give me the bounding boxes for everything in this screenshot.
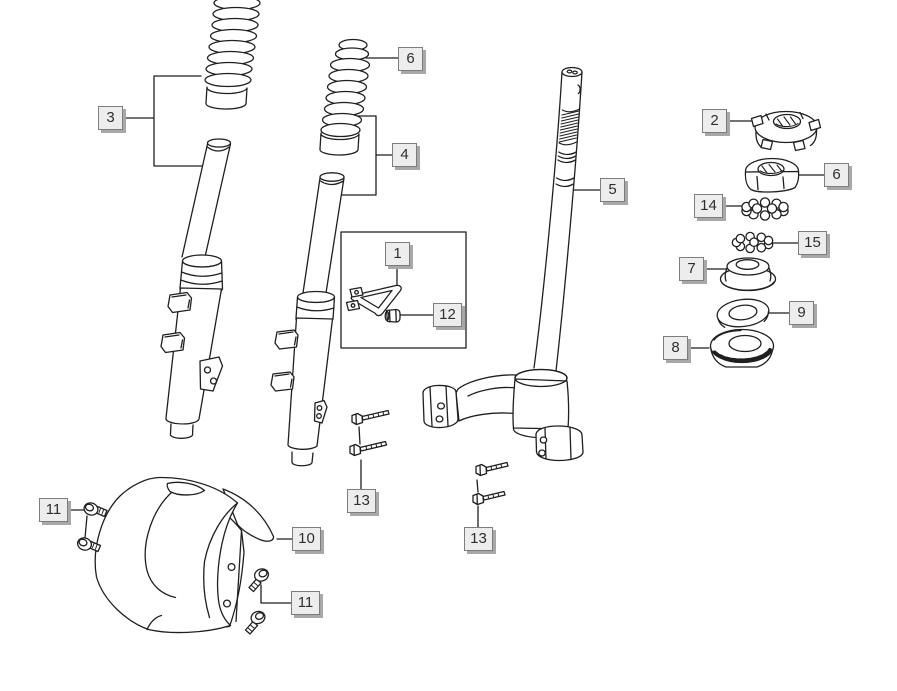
axle-clamp-tab — [160, 331, 186, 354]
yoke-bolt-left-1-drawing — [351, 409, 390, 426]
fender-screw-right-2-drawing — [244, 610, 266, 635]
yoke-bolt-left-2-drawing — [349, 440, 388, 457]
yoke-bolt-right-2-drawing — [472, 490, 506, 506]
bearing-balls-upper-drawing — [741, 197, 789, 221]
fender-top-slot — [166, 481, 206, 496]
bearing-balls-lower-drawing — [731, 231, 774, 254]
axle-clamp-tab — [270, 371, 295, 392]
part-1-frame — [340, 231, 467, 349]
fender-screw-right-1-drawing — [248, 568, 270, 593]
callout-button-11-right[interactable]: 11 — [291, 591, 320, 615]
fender-screw-left-2-drawing — [76, 537, 102, 553]
fork-boot-middle-drawing — [319, 38, 371, 156]
leader-bracket-4 — [341, 115, 393, 196]
yoke-clamp-right — [535, 425, 584, 462]
callout-button-10[interactable]: 10 — [292, 527, 321, 551]
yoke-bolt-right-1-drawing — [475, 461, 509, 477]
callout-leader-lines — [67, 57, 825, 604]
steering-column-drawing — [533, 66, 583, 372]
bearing-race-drawing — [709, 328, 775, 368]
callout-button-14[interactable]: 14 — [694, 194, 723, 218]
bottom-yoke-drawing — [422, 368, 584, 462]
callout-button-2[interactable]: 2 — [702, 109, 727, 133]
leader-13-right — [476, 479, 479, 528]
axle-clamp-tab — [274, 329, 299, 350]
washer-drawing — [716, 298, 770, 328]
callout-button-13-right[interactable]: 13 — [464, 527, 493, 551]
fork-leg-middle-drawing — [270, 172, 345, 467]
caliper-bracket — [313, 399, 328, 424]
callout-button-6-right[interactable]: 6 — [824, 163, 849, 187]
callout-button-3[interactable]: 3 — [98, 106, 123, 130]
callout-button-9[interactable]: 9 — [789, 301, 814, 325]
axle-clamp-tab — [167, 291, 193, 314]
thread-hatching — [558, 108, 581, 146]
callout-button-11-left[interactable]: 11 — [39, 498, 68, 522]
fender-main-body — [94, 476, 239, 634]
callout-button-12[interactable]: 12 — [433, 303, 462, 327]
leader-bracket-3 — [122, 75, 203, 167]
callout-button-1[interactable]: 1 — [385, 242, 410, 266]
callout-button-4[interactable]: 4 — [392, 143, 417, 167]
callout-button-8[interactable]: 8 — [663, 336, 688, 360]
fork-leg-left-drawing — [160, 138, 232, 439]
callout-button-7[interactable]: 7 — [679, 257, 704, 281]
hose-guide-drawing — [345, 284, 402, 317]
fork-boot-left-drawing — [204, 0, 261, 110]
castle-nut-drawing — [750, 110, 822, 152]
leader-11-right — [260, 584, 292, 604]
fender-screw-left-1-drawing — [83, 502, 108, 518]
callout-button-13-left[interactable]: 13 — [347, 489, 376, 513]
steering-nut-drawing — [744, 157, 800, 193]
callout-button-15[interactable]: 15 — [798, 231, 827, 255]
leader-11-left — [67, 509, 88, 539]
callout-button-5[interactable]: 5 — [600, 178, 625, 202]
clamp-bolt-drawing — [384, 308, 401, 323]
front-fender-drawing — [94, 476, 275, 634]
caliper-bracket — [199, 356, 224, 392]
bearing-cone-drawing — [719, 257, 777, 292]
leader-13-left — [358, 426, 362, 490]
yoke-clamp-left — [422, 384, 459, 429]
callout-button-6-top[interactable]: 6 — [398, 47, 423, 71]
